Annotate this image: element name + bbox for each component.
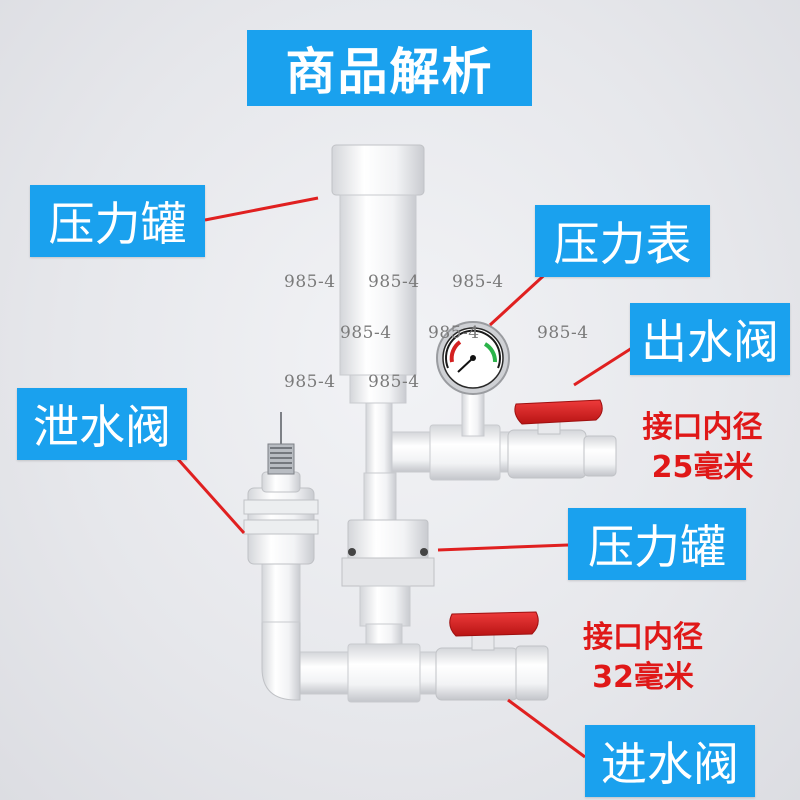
watermark: 985-4	[368, 272, 420, 292]
watermark: 985-4	[284, 272, 336, 292]
label-outlet-valve: 出水阀	[630, 303, 790, 375]
inlet-pipe	[289, 631, 549, 703]
spec-outlet-title: 接口内径	[642, 410, 763, 445]
label-pressure-tank-top: 压力罐	[30, 185, 205, 257]
watermark: 985-4	[368, 372, 420, 392]
leader-lines	[166, 196, 633, 759]
spec-outlet-value: 25毫米	[651, 450, 754, 485]
pressure-tank-mid	[341, 472, 435, 665]
spec-inlet-value: 32毫米	[592, 660, 694, 695]
inlet-valve-handle	[449, 611, 539, 637]
pressure-tank-top	[331, 144, 425, 474]
spec-outlet-diameter: 接口内径 25毫米	[620, 408, 785, 488]
outlet-valve-handle	[514, 399, 603, 425]
page-title: 商品解析	[247, 30, 532, 106]
drain-valve-assembly	[243, 412, 319, 701]
spec-inlet-title: 接口内径	[583, 620, 703, 655]
watermark: 985-4	[340, 323, 392, 343]
watermark: 985-4	[452, 272, 504, 292]
watermark: 985-4	[428, 323, 480, 343]
label-inlet-valve: 进水阀	[585, 725, 755, 797]
label-drain-valve: 泄水阀	[17, 388, 187, 460]
outlet-pipe	[391, 417, 617, 481]
label-pressure-tank-mid: 压力罐	[568, 508, 746, 580]
watermark: 985-4	[284, 372, 336, 392]
label-pressure-gauge: 压力表	[535, 205, 710, 277]
pressure-gauge	[436, 321, 510, 437]
watermark: 985-4	[537, 323, 589, 343]
spec-inlet-diameter: 接口内径 32毫米	[558, 618, 728, 698]
